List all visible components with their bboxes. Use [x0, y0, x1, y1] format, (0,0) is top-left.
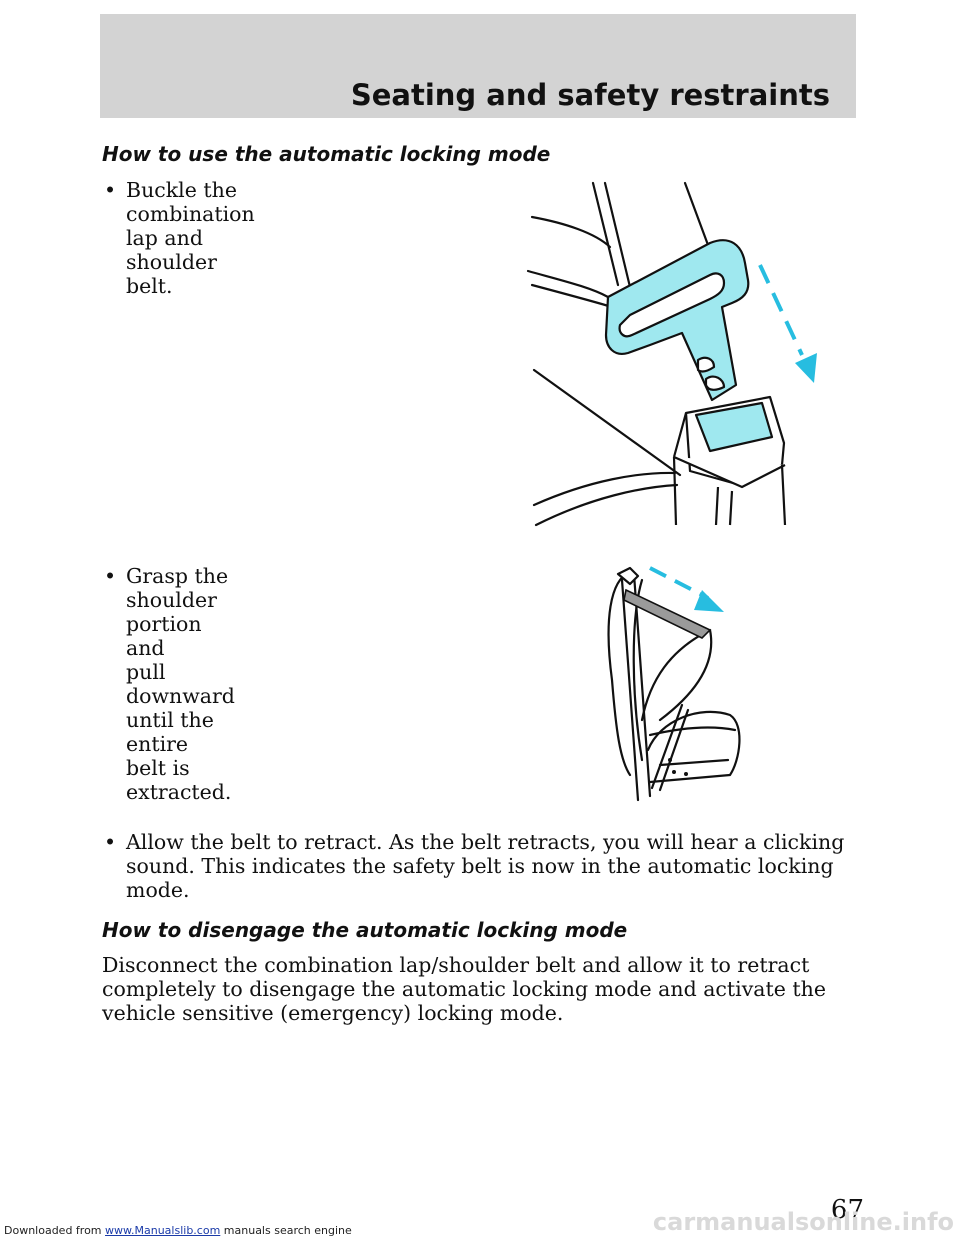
header-band: Seating and safety restraints — [100, 14, 856, 118]
heading-use-auto-locking: How to use the automatic locking mode — [102, 142, 551, 166]
bullet-text: Grasp the shoulder portion and pull down… — [126, 564, 235, 804]
footer-link[interactable]: www.Manualslib.com — [105, 1224, 221, 1237]
bullet-text: Buckle the combination lap and shoulder … — [126, 178, 255, 298]
footer-download-note: Downloaded from www.Manualslib.com manua… — [4, 1224, 352, 1237]
bullet-text: Allow the belt to retract. As the belt r… — [126, 830, 845, 902]
seat-belt-pull-illustration — [607, 566, 741, 802]
page-number: 67 — [830, 1195, 864, 1225]
section-title: Seating and safety restraints — [350, 78, 830, 112]
buckle-illustration — [526, 181, 817, 527]
bullet-symbol: • — [104, 178, 117, 202]
heading-disengage-auto-locking: How to disengage the automatic locking m… — [102, 918, 628, 942]
bullet-symbol: • — [104, 564, 117, 588]
paragraph-disengage: Disconnect the combination lap/shoulder … — [102, 953, 826, 1025]
footer-suffix: manuals search engine — [220, 1224, 352, 1237]
watermark: carmanualsonline.info — [652, 1208, 954, 1236]
footer-prefix: Downloaded from — [4, 1224, 106, 1237]
bullet-symbol: • — [104, 830, 117, 854]
